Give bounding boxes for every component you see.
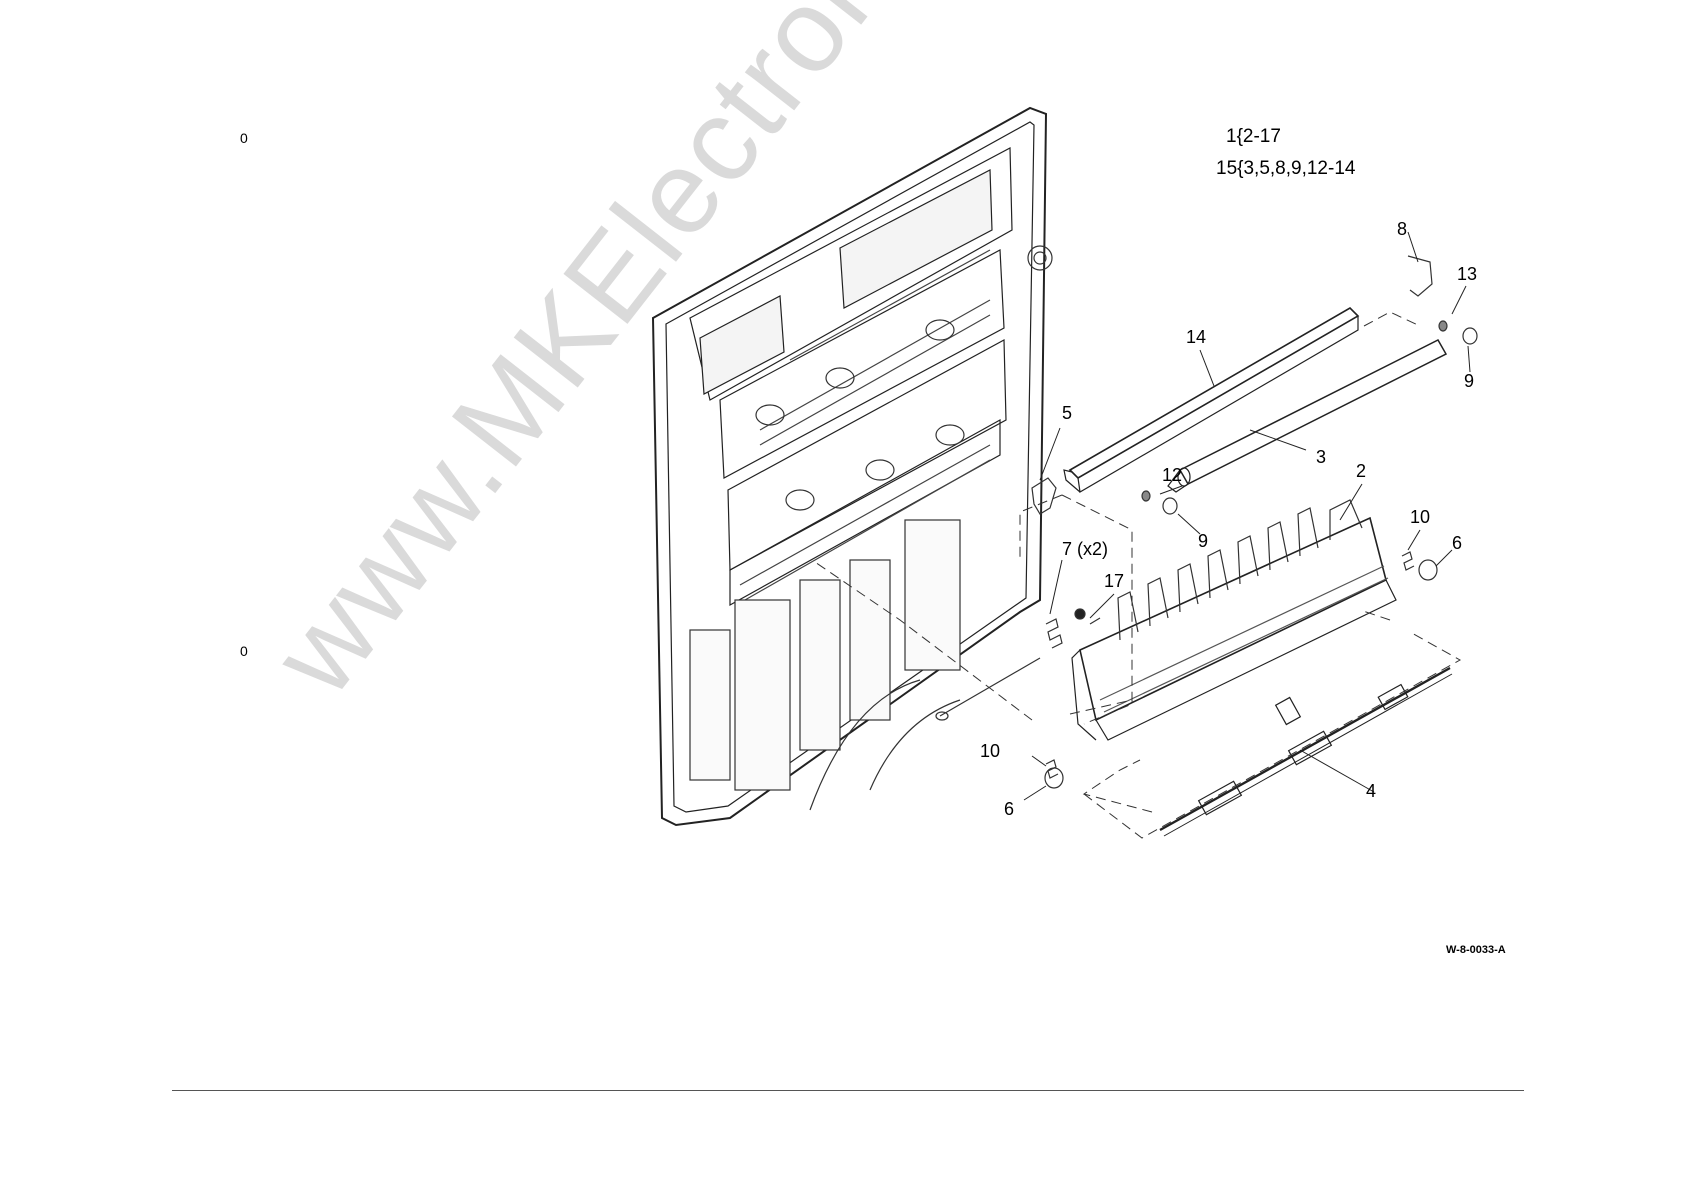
drawing-id: W-8-0033-A: [1446, 944, 1506, 956]
callout-10-left: 10: [980, 742, 1000, 760]
callout-17: 17: [1104, 572, 1124, 590]
callout-13: 13: [1457, 265, 1477, 283]
callout-8: 8: [1397, 220, 1407, 238]
callout-6-right: 6: [1452, 534, 1462, 552]
callout-10-right: 10: [1410, 508, 1430, 526]
callout-14: 14: [1186, 328, 1206, 346]
callout-12: 12: [1162, 466, 1182, 484]
callout-9-upper: 9: [1464, 372, 1474, 390]
legend-line-1: 1{2-17: [1226, 126, 1281, 148]
part-14-guide: [1064, 308, 1358, 492]
footer-rule: [172, 1090, 1524, 1091]
callout-3: 3: [1316, 448, 1326, 466]
leader-lines: [1024, 232, 1470, 800]
callout-4: 4: [1366, 782, 1376, 800]
legend-line-2: 15{3,5,8,9,12-14: [1216, 158, 1355, 180]
callout-9-lower: 9: [1198, 532, 1208, 550]
callout-5: 5: [1062, 404, 1072, 422]
callout-7: 7 (x2): [1062, 540, 1108, 558]
part-2-guide: [1072, 500, 1396, 740]
callout-6-left: 6: [1004, 800, 1014, 818]
callout-2: 2: [1356, 462, 1366, 480]
